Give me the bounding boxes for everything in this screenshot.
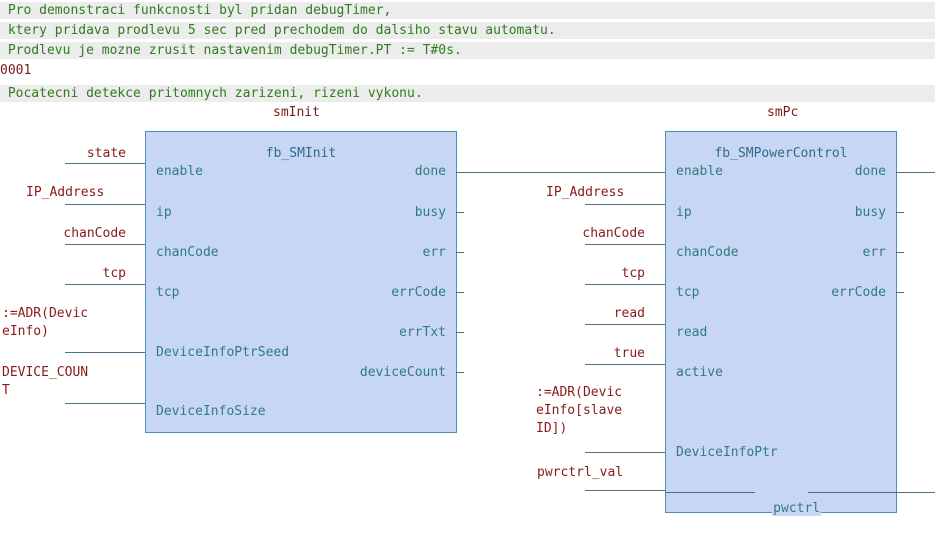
pin-smpc-ip[interactable]: ip — [676, 205, 692, 220]
pin-smpc-err[interactable]: err — [862, 245, 886, 260]
pin-sminit-done[interactable]: done — [414, 164, 446, 179]
wire-smpc-pwctrl-left — [665, 492, 755, 493]
arg-sminit-enable[interactable]: state — [86, 146, 126, 161]
arg-sminit-tcp[interactable]: tcp — [102, 266, 126, 281]
wire-sminit-deviceinfoptrseed — [65, 352, 145, 353]
instance-name-sminit[interactable]: smInit — [273, 105, 320, 120]
fb-type-smpc: fb_SMPowerControl — [714, 146, 848, 161]
wire-sminit-ip — [65, 204, 145, 205]
pin-smpc-active[interactable]: active — [676, 365, 723, 380]
wire-smpc-ip — [585, 204, 665, 205]
pin-sminit-errtxt[interactable]: errTxt — [399, 325, 446, 340]
wire-smpc-done — [896, 172, 935, 173]
arg-smpc-ip[interactable]: IP_Address — [546, 185, 625, 200]
pin-smpc-read[interactable]: read — [676, 325, 708, 340]
fb-smpc-block[interactable]: fb_SMPowerControl enable ip chanCode tcp… — [665, 131, 897, 516]
wire-smpc-err — [896, 252, 904, 253]
arg-sminit-ip[interactable]: IP_Address — [26, 185, 105, 200]
pin-smpc-tcp[interactable]: tcp — [676, 285, 700, 300]
network-number: 0001 — [0, 63, 32, 78]
arg-smpc-deviceinfoptr[interactable]: :=ADR(Devic eInfo[slave ID]) — [536, 385, 623, 436]
arg-smpc-read[interactable]: read — [613, 306, 645, 321]
arg-smpc-chancode[interactable]: chanCode — [582, 226, 645, 241]
arg-sminit-chancode[interactable]: chanCode — [63, 226, 126, 241]
wire-smpc-errcode — [896, 292, 904, 293]
wire-sminit-busy — [456, 212, 464, 213]
wire-smpc-pwctrl-in — [585, 490, 665, 491]
pin-sminit-errcode[interactable]: errCode — [391, 285, 446, 300]
pin-smpc-enable[interactable]: enable — [676, 164, 723, 179]
pin-sminit-enable[interactable]: enable — [156, 164, 203, 179]
pin-smpc-chancode[interactable]: chanCode — [676, 245, 739, 260]
wire-sminit-done-to-smpc-enable — [456, 172, 665, 173]
pin-sminit-err[interactable]: err — [422, 245, 446, 260]
wire-sminit-devicecount — [456, 372, 464, 373]
pin-sminit-deviceinfoptrseed[interactable]: DeviceInfoPtrSeed — [156, 345, 290, 360]
pin-sminit-deviceinfosize[interactable]: DeviceInfoSize — [156, 404, 266, 419]
pin-smpc-errcode[interactable]: errCode — [831, 285, 886, 300]
comment-line-1: Pro demonstraci funkcnosti byl pridan de… — [0, 2, 935, 19]
arg-smpc-active[interactable]: true — [613, 346, 645, 361]
arg-smpc-tcp[interactable]: tcp — [621, 266, 645, 281]
fb-type-sminit: fb_SMInit — [265, 146, 337, 161]
comment-line-3: Prodlevu je mozne zrusit nastavenim debu… — [0, 42, 935, 59]
pin-smpc-done[interactable]: done — [854, 164, 886, 179]
wire-sminit-tcp — [65, 284, 145, 285]
arg-smpc-pwctrl[interactable]: pwrctrl_val — [537, 465, 624, 480]
pin-smpc-deviceinfoptr[interactable]: DeviceInfoPtr — [676, 445, 778, 460]
network-comment: Pocatecni detekce pritomnych zarizeni, r… — [0, 85, 935, 102]
pin-sminit-tcp[interactable]: tcp — [156, 285, 180, 300]
wire-smpc-active — [585, 364, 665, 365]
fb-sminit-block[interactable]: fb_SMInit enable ip chanCode tcp DeviceI… — [145, 131, 457, 433]
wire-sminit-errtxt — [456, 332, 464, 333]
pin-smpc-pwctrl[interactable]: pwctrl — [666, 485, 896, 533]
wire-sminit-err — [456, 252, 464, 253]
wire-sminit-deviceinfosize — [65, 403, 145, 404]
wire-smpc-deviceinfoptr — [585, 452, 665, 453]
pin-sminit-ip[interactable]: ip — [156, 205, 172, 220]
wire-smpc-busy — [896, 212, 904, 213]
pin-smpc-pwctrl-label: pwctrl — [772, 501, 822, 516]
wire-smpc-read — [585, 324, 665, 325]
instance-name-smpc[interactable]: smPc — [767, 105, 799, 120]
comment-line-2: ktery pridava prodlevu 5 sec pred precho… — [0, 22, 935, 39]
pin-sminit-devicecount[interactable]: deviceCount — [359, 365, 446, 380]
wire-sminit-errcode — [456, 292, 464, 293]
wire-sminit-enable — [65, 163, 145, 164]
wire-smpc-tcp — [585, 284, 665, 285]
wire-smpc-pwctrl-right — [808, 492, 935, 493]
arg-sminit-deviceinfoptrseed[interactable]: :=ADR(Devic eInfo) — [2, 306, 89, 339]
wire-smpc-chancode — [585, 244, 665, 245]
pin-sminit-busy[interactable]: busy — [414, 205, 446, 220]
pin-sminit-chancode[interactable]: chanCode — [156, 245, 219, 260]
arg-sminit-deviceinfosize[interactable]: DEVICE_COUN T — [2, 365, 89, 398]
wire-sminit-chancode — [65, 244, 145, 245]
pin-smpc-busy[interactable]: busy — [854, 205, 886, 220]
